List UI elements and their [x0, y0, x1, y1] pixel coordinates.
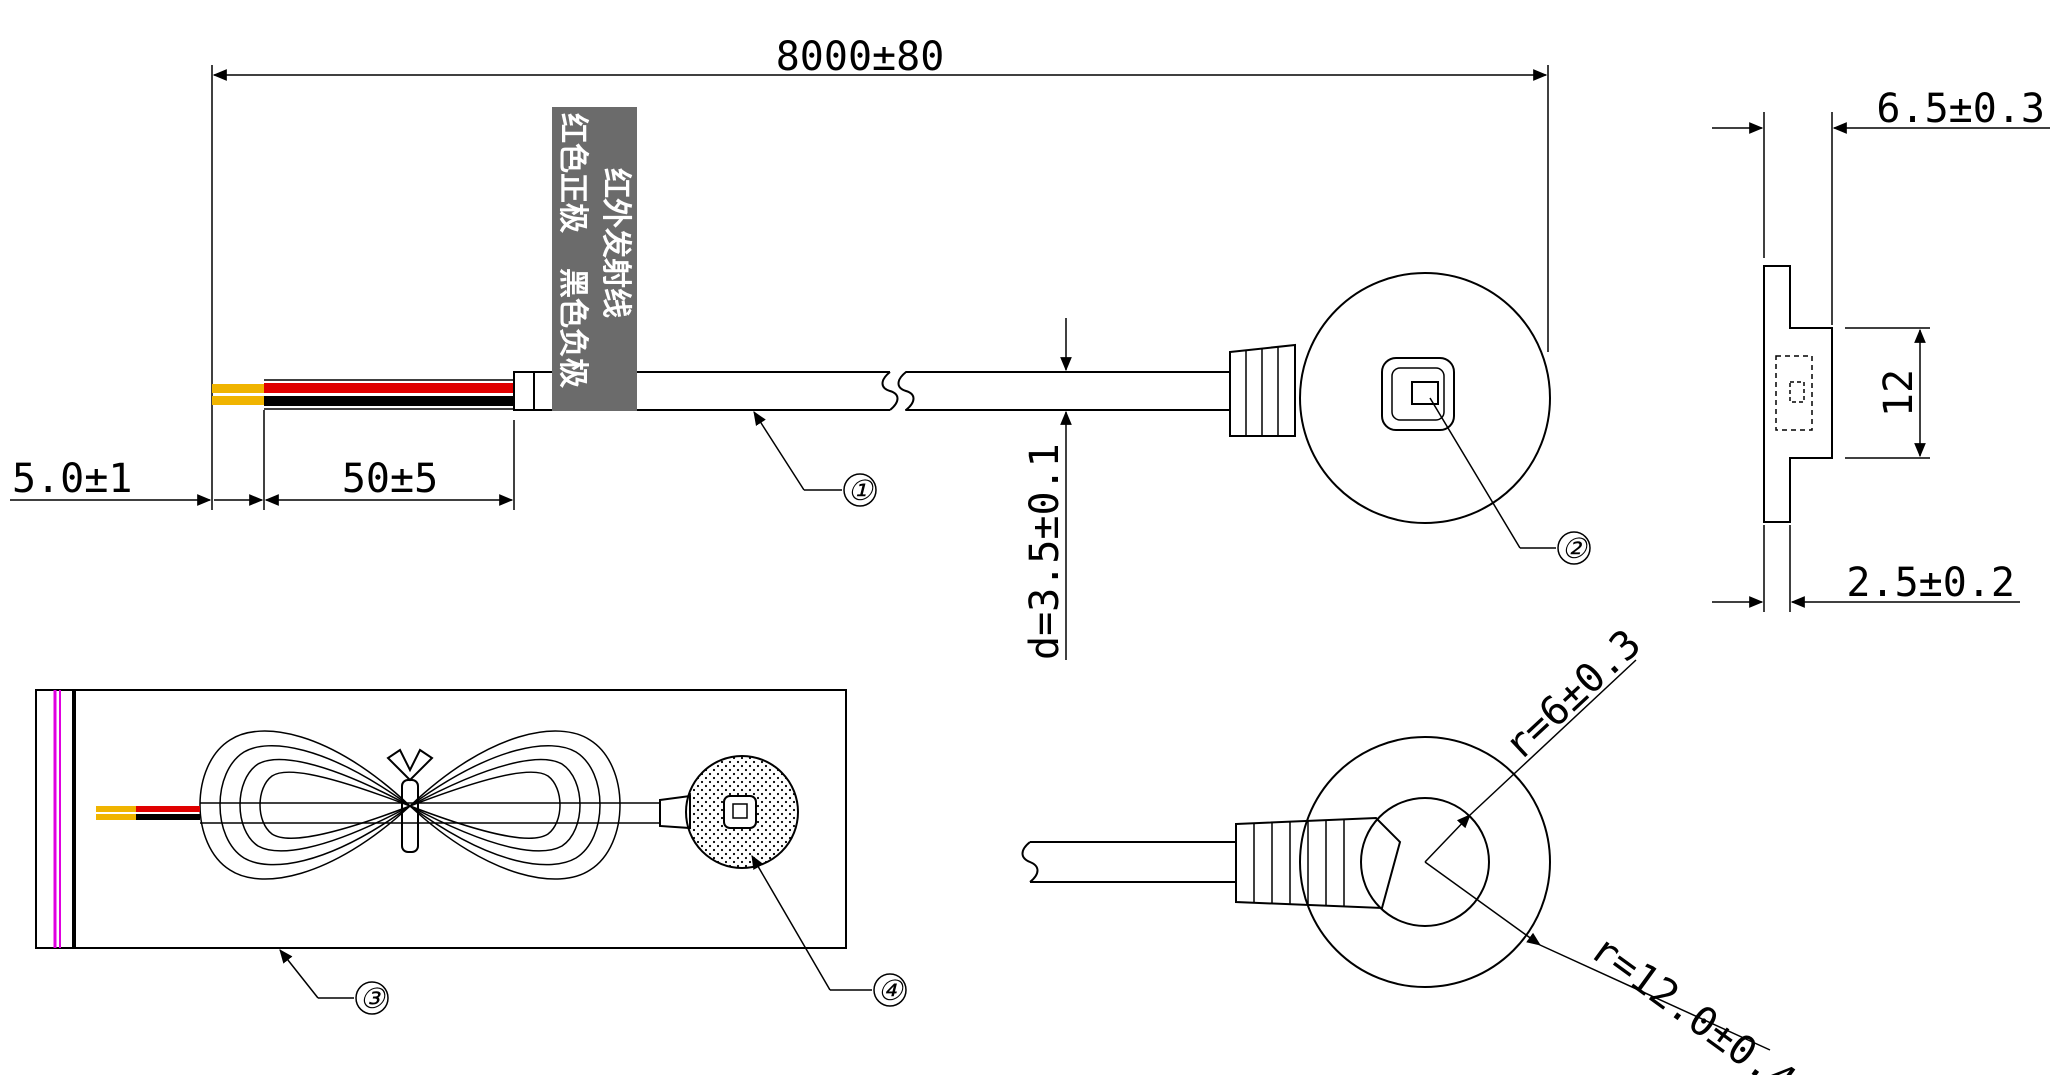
label-text: 红外发射线 红色正极 黑色负极 [555, 113, 633, 388]
svg-text:黑色负极: 黑色负极 [555, 268, 590, 388]
red-wire [264, 383, 514, 393]
emitter-head [1299, 272, 1551, 524]
package-bag [35, 689, 847, 949]
callout-4: ④ [877, 974, 904, 1007]
dim-split-length: 50±5 [342, 456, 438, 502]
label-sleeve [552, 107, 637, 411]
svg-text:红外发射线: 红外发射线 [598, 168, 633, 318]
tinned-tip-red [212, 384, 264, 393]
head-profile-view: 6.5±0.3 12 2.5±0.2 [1712, 86, 2050, 612]
dim-cable-diameter: d=3.5±0.1 [1022, 443, 1068, 660]
cable-side-view: 红外发射线 红色正极 黑色负极 8000±80 5.0±1 50±5 [10, 34, 1591, 660]
coiled-cable [199, 730, 621, 880]
dim-flange-thickness: 2.5±0.2 [1846, 560, 2015, 606]
black-wire [264, 396, 514, 406]
dim-total-length: 8000±80 [776, 34, 945, 80]
dim-head-width: 12 [1876, 369, 1922, 417]
twist-tie [401, 779, 419, 853]
dim-strip-length: 5.0±1 [12, 456, 132, 502]
callout-2: ② [1561, 532, 1588, 565]
led-window [1381, 357, 1455, 431]
dim-head-thickness: 6.5±0.3 [1876, 86, 2045, 132]
dim-inner-radius: r=6±0.3 [1495, 621, 1650, 770]
svg-text:红色正极: 红色正极 [555, 113, 590, 233]
tinned-tip-black [212, 396, 264, 405]
dim-outer-radius: r=12.0±0.4 [1582, 926, 1804, 1075]
package-view: ③ ④ [35, 689, 907, 1015]
callout-1: ① [847, 474, 874, 507]
head-front-view: r=6±0.3 r=12.0±0.4 [1021, 621, 1804, 1075]
head-outer-circle [1299, 736, 1551, 988]
head-inner-circle [1360, 797, 1490, 927]
callout-3: ③ [359, 982, 386, 1015]
